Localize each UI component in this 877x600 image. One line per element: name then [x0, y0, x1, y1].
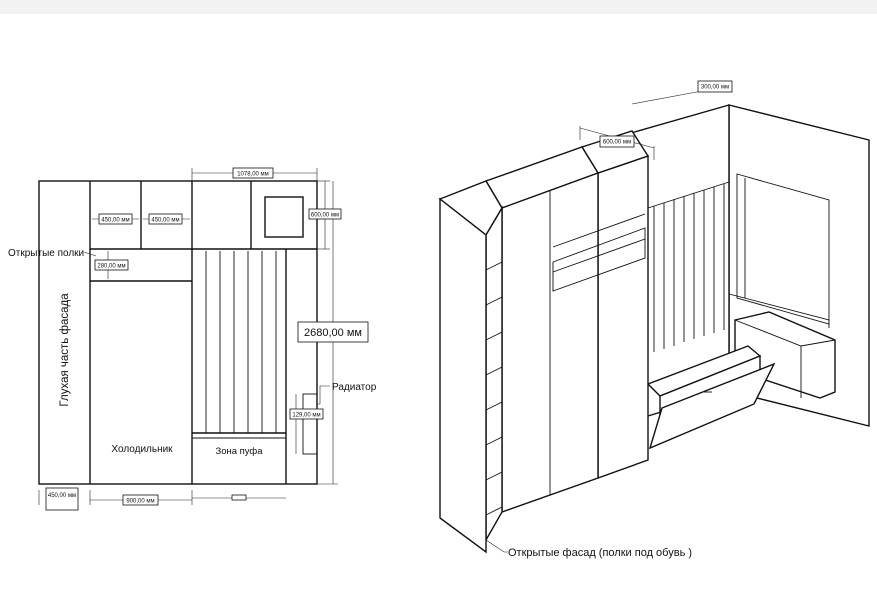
open-facade-panel [439, 197, 487, 554]
dim-total-height: 2680,00 мм [304, 327, 362, 339]
shoe-shelves [485, 261, 503, 516]
label-solid-facade: Глухая часть фасада [59, 293, 71, 407]
bench-flap-open [648, 362, 776, 450]
leader-radiator [317, 385, 330, 405]
cabinet-open-shelf [552, 227, 646, 292]
label-open-shelves: Открытые полки [8, 248, 84, 259]
iso-slats [647, 181, 730, 352]
top-right-window [264, 196, 304, 238]
label-pouf-zone: Зона пуфа [215, 446, 263, 457]
dim-top-height: 600,00 мм [311, 213, 339, 219]
leader-open-shelves [83, 251, 97, 257]
dim-left-width: 450,00 мм [48, 493, 76, 499]
slat-panel [205, 251, 277, 433]
dim-shelf-height: 280,00 мм [97, 264, 125, 270]
radiator-shape [302, 393, 318, 455]
dim-depth-top: 300,00 мм [701, 85, 729, 91]
dimension-lines [38, 168, 338, 505]
label-fridge: Холодильник [111, 444, 173, 455]
tall-column-front [597, 155, 649, 479]
dim-radiator-height: 129,00 мм [292, 413, 320, 419]
dim-depth-cabinet: 600,00 мм [603, 140, 631, 146]
dim-top-width: 1078,00 мм [237, 172, 269, 178]
dim-cell-b: 450,00 мм [151, 218, 179, 224]
leader-open-facade [485, 539, 508, 553]
front-outline [38, 180, 318, 485]
dim-fridge-width: 900,00 мм [126, 499, 154, 505]
top-strip [0, 0, 877, 14]
label-open-facade: Открытые фасад (полки под обувь ) [508, 547, 692, 559]
front-elevation: 1078,00 мм 450,00 мм 450,00 мм 280,00 мм… [8, 167, 377, 511]
dim-cell-a: 450,00 мм [101, 218, 129, 224]
label-radiator: Радиатор [332, 382, 377, 393]
isometric-view: 300,00 мм 600,00 мм Открытые фасад (полк… [438, 80, 870, 559]
